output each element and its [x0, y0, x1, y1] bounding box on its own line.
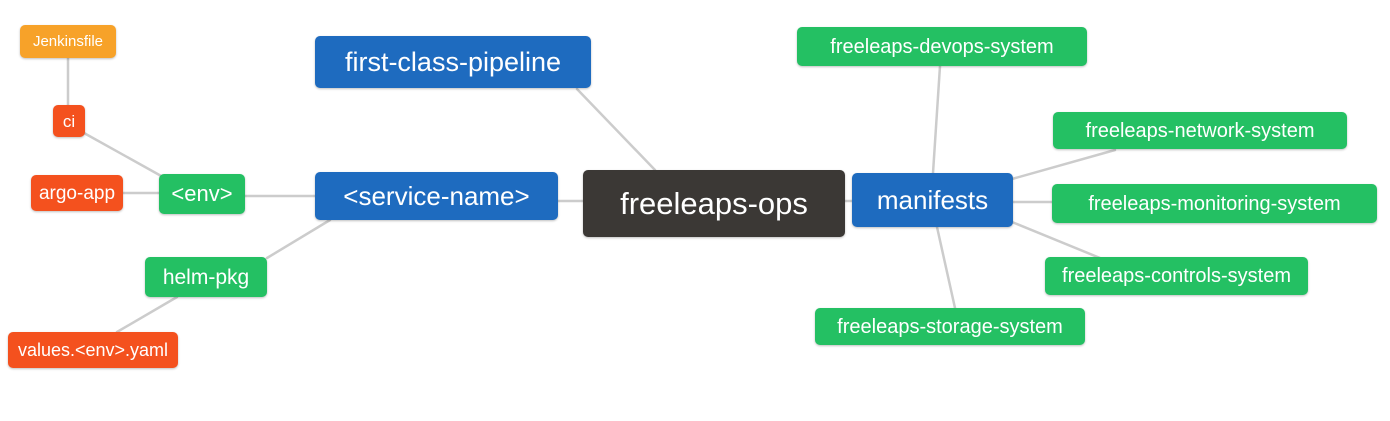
- edge-first-class-pipeline--freeleaps-ops: [575, 87, 657, 172]
- node-values-env-yaml[interactable]: values.<env>.yaml: [8, 332, 178, 368]
- edge-service-name--helm-pkg: [265, 218, 332, 260]
- edge-manifests--freeleaps-network-system: [1010, 148, 1117, 181]
- node-argo-app[interactable]: argo-app: [31, 175, 123, 211]
- node-ci[interactable]: ci: [53, 105, 85, 137]
- node-freeleaps-storage-system[interactable]: freeleaps-storage-system: [815, 308, 1085, 345]
- edge-ci--env: [82, 131, 165, 179]
- edge-manifests--freeleaps-controls-system: [1010, 220, 1102, 260]
- node-freeleaps-devops-system[interactable]: freeleaps-devops-system: [797, 27, 1087, 66]
- edge-helm-pkg--values-env-yaml: [115, 295, 179, 334]
- edge-manifests--freeleaps-devops-system: [931, 64, 942, 175]
- node-freeleaps-monitoring-system[interactable]: freeleaps-monitoring-system: [1052, 184, 1377, 223]
- node-freeleaps-ops[interactable]: freeleaps-ops: [583, 170, 845, 237]
- node-jenkinsfile[interactable]: Jenkinsfile: [20, 25, 116, 58]
- node-freeleaps-network-system[interactable]: freeleaps-network-system: [1053, 112, 1347, 149]
- node-first-class-pipeline[interactable]: first-class-pipeline: [315, 36, 591, 88]
- node-env[interactable]: <env>: [159, 174, 245, 214]
- node-freeleaps-controls-system[interactable]: freeleaps-controls-system: [1045, 257, 1308, 295]
- node-service-name[interactable]: <service-name>: [315, 172, 558, 220]
- edge-manifests--freeleaps-storage-system: [935, 225, 957, 310]
- node-manifests[interactable]: manifests: [852, 173, 1013, 227]
- node-helm-pkg[interactable]: helm-pkg: [145, 257, 267, 297]
